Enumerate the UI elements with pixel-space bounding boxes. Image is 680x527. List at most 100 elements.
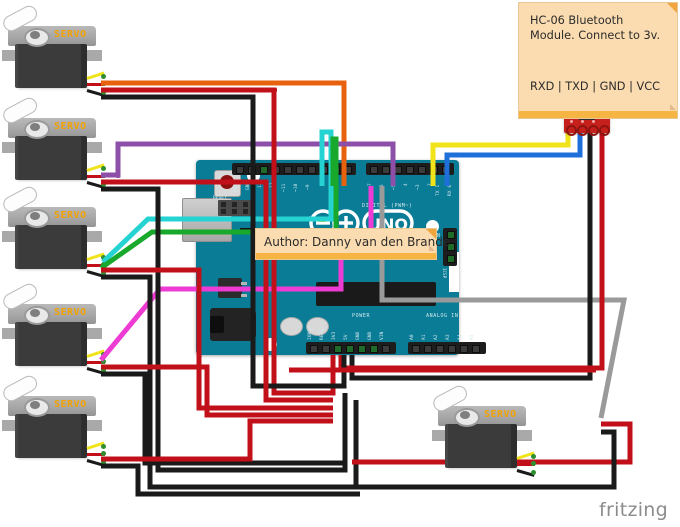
pin-label-6: ~6	[380, 184, 385, 190]
pin-label-5v: 5V	[344, 334, 349, 340]
note-bottom-bar	[256, 253, 436, 259]
bluetooth-note-pins: RXD | TXD | GND | VCC	[530, 80, 660, 93]
servo-mount-lug-left	[2, 142, 18, 153]
wire-purple-riser	[116, 144, 120, 178]
servo-mount-lug-left	[2, 328, 18, 339]
servo-spline-center	[30, 212, 40, 220]
servo-brand-label: SERVO	[54, 210, 87, 221]
pin-label-5: ~5	[392, 184, 397, 190]
servo-spline-center	[30, 31, 40, 39]
servo-mount-lug-left	[2, 231, 18, 242]
dc-power-jack-hole	[210, 316, 224, 333]
hc06-pad-txd[interactable]	[577, 125, 588, 136]
atmega-mcu	[316, 282, 436, 306]
servo-mount-lug-right	[86, 231, 102, 242]
note-fold-corner	[667, 3, 677, 13]
servo-1[interactable]: SERVO	[0, 2, 106, 97]
digital-header-left[interactable]	[232, 163, 356, 175]
servo-gnd-pin	[101, 271, 106, 276]
icsp2-header[interactable]	[218, 200, 252, 216]
pin-label-gnd: GND	[246, 181, 251, 190]
pin-label-a4: A4	[458, 334, 463, 340]
servo-brand-label: SERVO	[54, 399, 87, 410]
icsp2-label: ICSP2	[217, 217, 231, 222]
hc06-mark-3	[592, 120, 595, 123]
hc06-pad-vcc[interactable]	[599, 125, 610, 136]
servo-body	[15, 322, 87, 366]
analog-section-label: ANALOG IN	[426, 313, 459, 319]
pin-label-ioref: IOREF	[308, 325, 313, 340]
servo-spline-center	[30, 401, 40, 409]
pin-label-9: ~9	[306, 184, 311, 190]
pin-label-7: 7	[368, 183, 373, 186]
servo-signal-pin	[101, 352, 106, 357]
servo-vcc-pin	[101, 359, 106, 364]
pin-label-8: 8	[330, 183, 335, 186]
servo-vcc-pin	[101, 173, 106, 178]
servo-signal-pin	[101, 74, 106, 79]
note-resize-handle[interactable]	[429, 245, 435, 251]
servo-2[interactable]: SERVO	[0, 94, 106, 189]
author-note[interactable]: Author: Danny van den Brande	[255, 228, 450, 260]
note-bottom-bar	[519, 111, 677, 118]
servo-mount-lug-left	[2, 420, 18, 431]
bluetooth-note-line1: HC-06 Bluetooth	[530, 14, 624, 27]
pin-label-a3: A3	[446, 334, 451, 340]
servo-mount-lug-right	[86, 142, 102, 153]
servo-brand-label: SERVO	[54, 29, 87, 40]
hc06-mark-2	[581, 120, 584, 123]
servo-signal-pin	[531, 454, 536, 459]
pin-label-13: 13	[258, 182, 263, 188]
pin-label-3v3: 3V3	[332, 331, 337, 340]
servo-vcc-pin	[531, 461, 536, 466]
mount-hole-bottom	[264, 338, 277, 351]
led-l	[318, 217, 326, 222]
servo-gnd-pin	[101, 460, 106, 465]
servo-vcc-pin	[101, 81, 106, 86]
servo-gnd-pin	[531, 470, 536, 475]
pin-label-aref: AREF	[234, 180, 239, 192]
hc06-pad-gnd[interactable]	[588, 125, 599, 136]
pin-label-10: ~10	[294, 183, 299, 192]
pin-label-a5: A5	[470, 334, 475, 340]
servo-4[interactable]: SERVO	[0, 280, 106, 375]
led-l-label: L	[309, 216, 313, 222]
servo-signal-pin	[101, 255, 106, 260]
servo-5[interactable]: SERVO	[0, 372, 106, 467]
icsp-label: ICSP	[442, 268, 447, 279]
servo-mount-lug-left	[2, 50, 18, 61]
power-header[interactable]	[306, 342, 396, 354]
servo-signal-pin	[101, 166, 106, 171]
servo-vcc-pin	[101, 262, 106, 267]
servo-mount-lug-right	[86, 328, 102, 339]
servo-brand-label: SERVO	[54, 121, 87, 132]
pin-label-a2: A2	[434, 334, 439, 340]
servo-body	[15, 225, 87, 269]
pin-label-reset: RESET	[320, 325, 325, 340]
servo-brand-label: SERVO	[54, 307, 87, 318]
note-resize-handle[interactable]	[670, 104, 676, 110]
servo-mount-lug-right	[516, 430, 532, 441]
pin-label-vin: VIN	[380, 331, 385, 340]
pin-label-tx1: TX 1	[436, 184, 441, 196]
voltage-regulator	[218, 278, 247, 298]
pin-label-2: 2	[428, 183, 433, 186]
pin-label-rx0: RX 0	[448, 184, 453, 196]
servo-brand-label: SERVO	[484, 409, 517, 420]
pin-label-gnd1: GND	[356, 331, 361, 340]
digital-header-right[interactable]	[366, 163, 454, 175]
analog-header[interactable]	[408, 342, 486, 354]
servo-spline-center	[30, 309, 40, 317]
servo-body	[15, 44, 87, 88]
servo-6[interactable]: SERVO	[430, 382, 536, 477]
servo-3[interactable]: SERVO	[0, 183, 106, 278]
crystal-oscillator-1	[280, 317, 303, 336]
wire-red-rail-upper	[101, 88, 277, 92]
hc06-pad-rxd[interactable]	[566, 125, 577, 136]
reset-button-cap[interactable]	[220, 175, 234, 189]
servo-gnd-pin	[101, 182, 106, 187]
servo-mount-lug-right	[86, 50, 102, 61]
pin-label-12: 12	[270, 182, 275, 188]
bluetooth-note[interactable]: HC-06 Bluetooth Module. Connect to 3v. R…	[518, 2, 678, 119]
